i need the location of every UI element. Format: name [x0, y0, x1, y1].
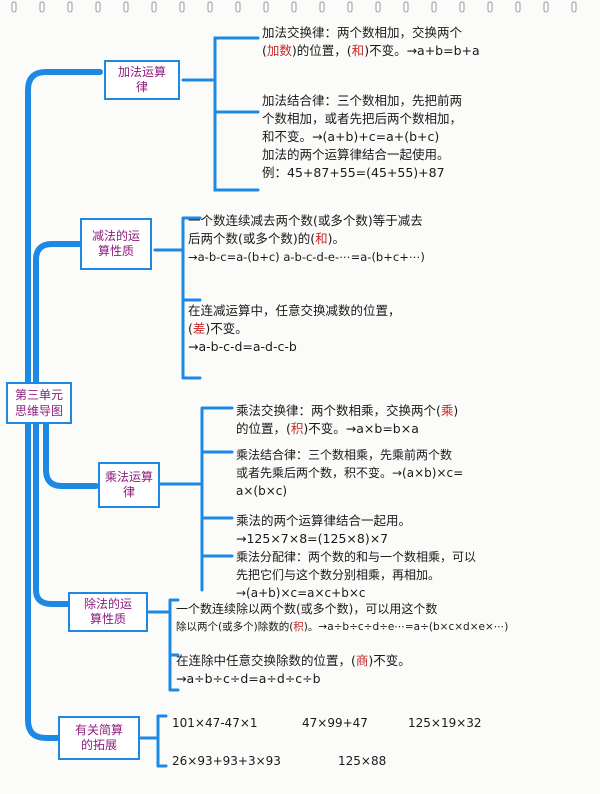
exercise-3: 125×19×32 [408, 716, 482, 730]
mul2-line2: 或者先乘后两个数，积不变。→(a×b)×c= [236, 466, 464, 480]
branch-division-properties: 除法的运算性质 [68, 592, 148, 632]
notebook-spiral [11, 1, 577, 13]
div1-line2: 除以两个(或多个)除数的(积)。→a÷b÷c÷d÷e⋯=a÷(b×c×d×e×⋯… [176, 618, 596, 636]
exercise-2: 47×99+47 [302, 716, 368, 730]
exercise-5: 125×88 [338, 754, 387, 768]
div1-line1: 一个数连续除以两个数(或多个数)，可以用这个数 [176, 602, 438, 616]
division-property-1: 一个数连续除以两个数(或多个数)，可以用这个数 除以两个(或多个)除数的(积)。… [176, 600, 596, 636]
branch-subtraction-properties: 减法的运算性质 [80, 218, 152, 270]
div1-line2-post: )。→a÷b÷c÷d÷e⋯=a÷(b×c×d×e×⋯) [303, 621, 509, 633]
mul3-line2: →125×7×8=(125×8)×7 [236, 531, 389, 546]
exercise-1: 101×47-47×1 [172, 716, 258, 730]
sub1-line2-post: )。 [327, 231, 346, 246]
highlight-difference: 差 [192, 321, 206, 336]
highlight-quotient: 商 [355, 653, 369, 668]
sub2-post: )不变。 [205, 321, 248, 336]
div1-line2-pre: 除以两个(或多个)除数的( [176, 621, 294, 633]
mul1-line2-post: )不变。→a×b=b×a [303, 421, 419, 436]
branch-addition-label: 加法运算律 [117, 65, 166, 94]
assoc-line3: 和不变。→(a+b)+c=a+(b+c) [262, 129, 440, 144]
sub1-line1: 一个数连续减去两个数(或多个数)等于减去 [188, 213, 423, 228]
sub2-line3: →a-b-c-d=a-d-c-b [188, 339, 297, 354]
branch-multiplication-laws: 乘法运算律 [98, 462, 160, 508]
highlight-product-2: 积 [293, 621, 304, 633]
highlight-factor: 乘 [440, 403, 454, 418]
highlight-addend: 加数 [266, 43, 292, 58]
commutative-post: )不变。→a+b=b+a [364, 43, 480, 58]
mul2-line3: a×(b×c) [236, 484, 288, 498]
multiplication-commutative-law: 乘法交换律：两个数相乘，交换两个(乘) 的位置，(积)不变。→a×b=b×a [236, 402, 594, 438]
mul3-line1: 乘法的两个运算律结合一起用。 [236, 513, 412, 528]
subtraction-property-1: 一个数连续减去两个数(或多个数)等于减去 后两个数(或多个数)的(和)。 →a-… [188, 212, 593, 266]
multiplication-associative-law: 乘法结合律：三个数相乘，先乘前两个数 或者先乘后两个数，积不变。→(a×b)×c… [236, 446, 594, 500]
div2-post: )不变。 [368, 653, 411, 668]
highlight-sum: 和 [351, 43, 365, 58]
sub2-line1: 在连减运算中，任意交换减数的位置， [188, 303, 401, 318]
sub2-pre: ( [188, 321, 193, 336]
mul4-line2: 先把它们与这个数分别相乘，再相加。 [236, 568, 441, 582]
multiplication-combined-use: 乘法的两个运算律结合一起用。 →125×7×8=(125×8)×7 [236, 512, 594, 548]
addition-commutative-law: 加法交换律：两个数相加，交换两个 (加数)的位置，(和)不变。→a+b=b+a [262, 24, 592, 60]
root-node: 第三单元思维导图 [6, 382, 72, 424]
mul4-line1: 乘法分配律：两个数的和与一个数相乘，可以 [236, 550, 477, 564]
branch-addition-laws: 加法运算律 [104, 60, 180, 100]
div2-line1: 在连除中任意交换除数的位置，(商)不变。 [176, 652, 576, 670]
branch-division-label: 除法的运算性质 [83, 597, 132, 626]
sub2-line2: (差)不变。 [188, 320, 588, 338]
assoc-line2: 个数相加，或者先把后两个数相加， [262, 111, 463, 126]
subtraction-property-2: 在连减运算中，任意交换减数的位置， (差)不变。 →a-b-c-d=a-d-c-… [188, 302, 588, 356]
mul1-line2: 的位置，(积)不变。→a×b=b×a [236, 420, 594, 438]
addition-commutative-text: 加法交换律：两个数相加，交换两个 [262, 25, 463, 40]
root-label: 第三单元思维导图 [15, 388, 64, 418]
mul1-line2-pre: 的位置，( [236, 421, 291, 436]
branch-multiplication-label: 乘法运算律 [105, 470, 154, 499]
mul2-line1: 乘法结合律：三个数相乘，先乘前两个数 [236, 448, 453, 462]
paren-open: ( [262, 43, 267, 58]
div2-pre: 在连除中任意交换除数的位置，( [176, 653, 356, 668]
sub1-line2-pre: 后两个数(或多个数)的( [188, 231, 316, 246]
assoc-line4: 加法的两个运算律结合一起使用。 [262, 147, 450, 162]
multiplication-distributive-law: 乘法分配律：两个数的和与一个数相乘，可以 先把它们与这个数分别相乘，再相加。 →… [236, 548, 596, 602]
addition-commutative-line2: (加数)的位置，(和)不变。→a+b=b+a [262, 42, 592, 60]
mul4-line3: →(a+b)×c=a×c+b×c [236, 586, 366, 600]
highlight-product: 积 [290, 421, 304, 436]
commutative-mid: )的位置，( [291, 43, 352, 58]
assoc-line5: 例：45+87+55=(45+55)+87 [262, 165, 445, 180]
highlight-sum-2: 和 [315, 231, 328, 246]
division-property-2: 在连除中任意交换除数的位置，(商)不变。 →a÷b÷c÷d=a÷d÷c÷b [176, 652, 576, 688]
branch-subtraction-label: 减法的运算性质 [92, 229, 141, 258]
sub1-line2: 后两个数(或多个数)的(和)。 [188, 230, 593, 248]
exercise-4: 26×93+93+3×93 [172, 754, 281, 768]
branch-simplification-extension: 有关简算的拓展 [58, 716, 140, 760]
div2-line2: →a÷b÷c÷d=a÷d÷c÷b [176, 671, 321, 686]
mul1-pre: 乘法交换律：两个数相乘，交换两个( [236, 403, 441, 418]
mul1-line1: 乘法交换律：两个数相乘，交换两个(乘) [236, 402, 594, 420]
addition-associative-law: 加法结合律：三个数相加，先把前两 个数相加，或者先把后两个数相加， 和不变。→(… [262, 92, 592, 182]
sub1-line3: →a-b-c=a-(b+c) a-b-c-d-e-⋯=a-(b+c+⋯) [188, 250, 425, 264]
branch-simplification-label: 有关简算的拓展 [74, 723, 123, 752]
mul1-post: ) [453, 403, 459, 418]
assoc-line1: 加法结合律：三个数相加，先把前两 [262, 93, 463, 108]
